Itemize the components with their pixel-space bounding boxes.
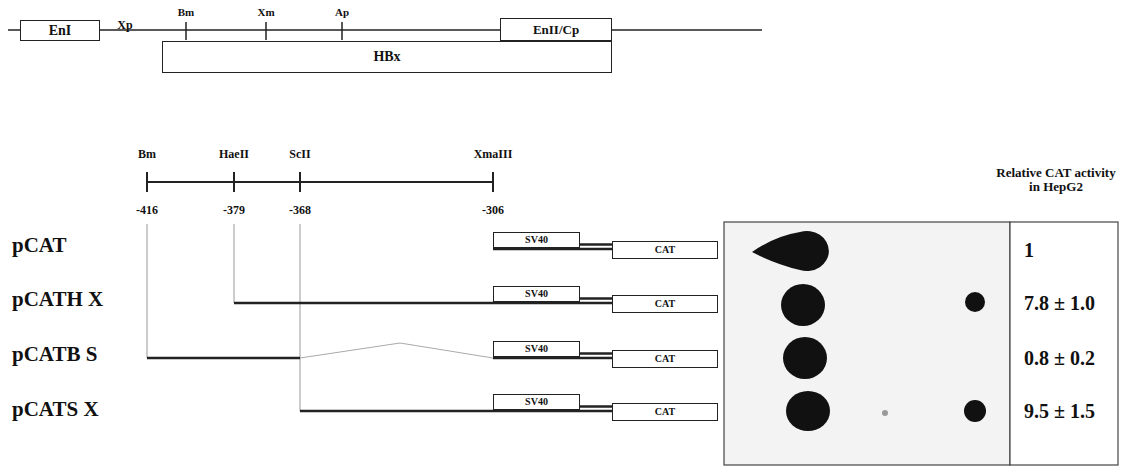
box-label: SV40 [525, 235, 548, 245]
column-heading: Relative CAT activity in HepG2 [993, 166, 1119, 195]
vector-connector [580, 405, 612, 408]
enhancer-box: EnI [20, 20, 100, 41]
activity-value: 1 [1024, 239, 1034, 261]
box-label: CAT [655, 245, 675, 255]
scale-tick [233, 172, 235, 192]
vector-line [493, 248, 612, 251]
vector-connector [580, 297, 612, 300]
tlc-spot [965, 292, 985, 312]
site-tick [185, 22, 187, 40]
site-label: -379 [223, 204, 245, 217]
insert-line [234, 302, 612, 305]
activity-value: 9.5 ± 1.5 [1024, 400, 1095, 422]
box-label: CAT [655, 354, 675, 364]
value-panel [1010, 222, 1118, 465]
box-label: SV40 [525, 397, 548, 407]
site-tick [341, 22, 343, 40]
tlc-spot [964, 400, 986, 422]
box-label: CAT [655, 407, 675, 417]
site-label: -368 [289, 204, 311, 217]
promoter-box: SV40 [493, 341, 580, 357]
site-label: Xm [257, 6, 274, 18]
site-label: XmaIII [474, 148, 513, 161]
box-label: HBx [373, 50, 400, 64]
construct-name: pCATB S [12, 343, 97, 366]
promoter-box: SV40 [493, 286, 580, 302]
box-label: SV40 [525, 344, 548, 354]
guide-line [147, 224, 148, 358]
reporter-box: CAT [612, 295, 718, 313]
construct-name: pCAT [12, 234, 66, 257]
site-label: Ap [335, 6, 349, 18]
site-label: -416 [136, 204, 158, 217]
scale-tick [299, 172, 301, 192]
site-label: Bm [178, 6, 195, 18]
reporter-box: CAT [612, 350, 718, 368]
scale-line [147, 181, 493, 183]
deletion-wedge [300, 343, 493, 358]
activity-value: 0.8 ± 0.2 [1024, 347, 1095, 369]
activity-value: 7.8 ± 1.0 [1024, 292, 1095, 314]
scale-tick [492, 172, 494, 192]
site-label: HaeII [219, 148, 249, 161]
vector-connector [580, 352, 612, 355]
tlc-spot [786, 391, 830, 431]
site-label: ScII [289, 148, 310, 161]
tlc-panel [724, 222, 1010, 465]
construct-name: pCATH X [12, 288, 103, 311]
site-tick [265, 22, 267, 40]
tlc-spot [783, 337, 827, 379]
site-label: Xp [117, 19, 132, 32]
box-label: EnII/Cp [533, 23, 579, 36]
site-label: Bm [138, 148, 156, 161]
enhancer-box: EnII/Cp [500, 18, 612, 41]
vector-connector [580, 243, 612, 246]
reporter-box: CAT [612, 403, 718, 421]
tlc-spot [882, 410, 888, 416]
tlc-spot [781, 284, 825, 326]
insert-line [147, 357, 300, 360]
construct-name: pCATS X [12, 398, 99, 421]
reporter-box: CAT [612, 241, 718, 259]
gene-box: HBx [162, 41, 612, 73]
insert-line [300, 410, 612, 413]
promoter-box: SV40 [493, 232, 580, 248]
box-label: SV40 [525, 289, 548, 299]
scale-tick [146, 172, 148, 192]
promoter-box: SV40 [493, 394, 580, 410]
site-label: -306 [482, 204, 504, 217]
tlc-spot [752, 231, 829, 271]
box-label: CAT [655, 299, 675, 309]
vector-line [493, 357, 612, 360]
box-label: EnI [49, 24, 72, 38]
guide-line [300, 224, 301, 411]
guide-line [234, 224, 235, 303]
